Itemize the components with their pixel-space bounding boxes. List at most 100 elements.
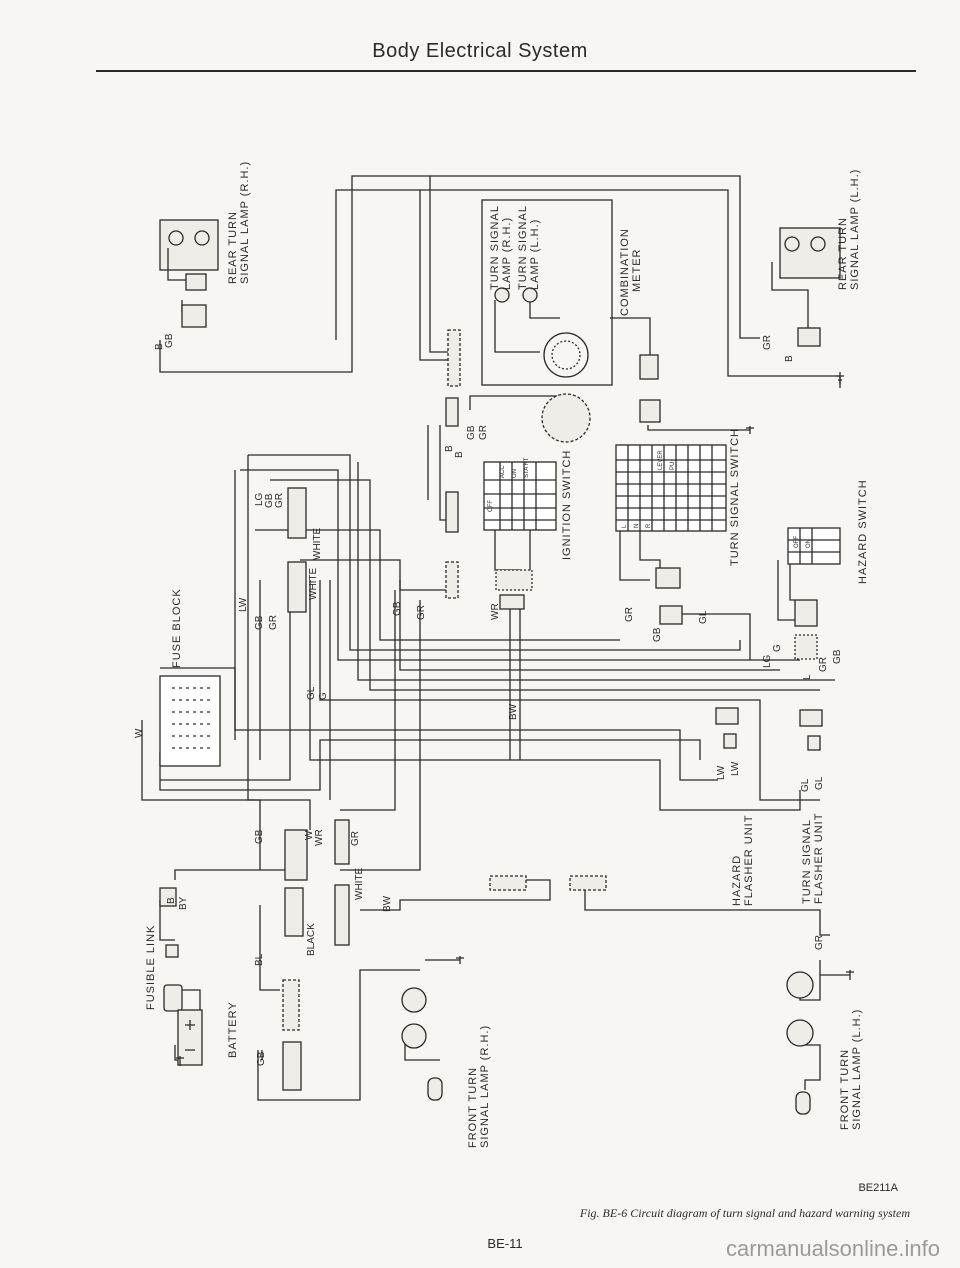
hazard-switch-label: HAZARD SWITCH	[857, 479, 869, 584]
wire-label-b: B	[454, 451, 465, 458]
svg-text:TURN SIGNALLAMP (L.H.): TURN SIGNALLAMP (L.H.)	[517, 205, 541, 290]
wire-label-bw: BW	[508, 703, 519, 720]
wire-label-bw: BW	[382, 895, 393, 912]
wire-label-gr: GR	[268, 615, 279, 630]
front-turn-signal-lamp-lh	[786, 971, 814, 1115]
wire-label-gr: GR	[416, 605, 427, 620]
wires	[141, 175, 850, 1101]
wire-label-g: G	[772, 644, 783, 652]
turn-flasher-label-1: TURN SIGNAL	[801, 819, 813, 904]
hz-header-on: ON	[806, 539, 812, 548]
battery-label: BATTERY	[227, 1001, 239, 1058]
figure-id: BE211A	[858, 1182, 898, 1194]
rear-turn-lh-label-2: SIGNAL LAMP (L.H.)	[849, 169, 861, 290]
meter-connector	[447, 329, 461, 387]
ign-header-on: ON	[512, 469, 518, 478]
wire-label-bl: BL	[254, 953, 265, 966]
front-turn-lh-label-2: SIGNAL LAMP (L.H.)	[851, 1009, 863, 1130]
wire-label-gb: GB	[164, 333, 175, 348]
wire-label-lw: LW	[730, 761, 741, 776]
page-title: Body Electrical System	[372, 40, 588, 62]
wire-label-g: G	[318, 692, 329, 700]
wire-color-labels: B GB GR B B B GB GR LG GB GR LW GB GR GL…	[134, 333, 843, 1066]
wire-label-gl: GL	[306, 686, 317, 700]
rear-turn-rh-label-2: SIGNAL LAMP (R.H.)	[239, 161, 251, 284]
ign-header-acc: ACC	[500, 465, 506, 478]
ts-header-pu: PU	[670, 462, 676, 470]
svg-text:TURN SIGNALFLASHER UNIT: TURN SIGNALFLASHER UNIT	[801, 813, 825, 904]
fuse-block	[159, 675, 221, 767]
front-turn-rh-label-2: SIGNAL LAMP (R.H.)	[479, 1025, 491, 1148]
turn-signal-switch	[615, 444, 727, 625]
combination-meter	[481, 199, 661, 423]
front-turn-lh-label-1: FRONT TURN	[839, 1049, 851, 1130]
watermark: carmanualsonline.info	[725, 1236, 940, 1261]
wire-label-l: L	[802, 674, 813, 680]
ign-header-off: OFF	[488, 500, 494, 512]
wire-label-b: B	[154, 343, 165, 350]
ts-header-l: L	[622, 524, 628, 528]
white-label-1: WHITE	[312, 527, 323, 560]
wire-label-lg: LG	[254, 492, 265, 506]
turn-lamp-lh-label-2: LAMP (L.H.)	[529, 219, 541, 290]
ground-symbols	[176, 372, 854, 1066]
wire-label-gb: GB	[264, 493, 275, 508]
page-number: BE-11	[487, 1236, 523, 1251]
wire-label-lw: LW	[716, 765, 727, 780]
wire-label-gr: GR	[350, 831, 361, 846]
turn-lamp-rh-label-2: LAMP (R.H.)	[501, 217, 513, 290]
svg-text:TURN SIGNALLAMP (R.H.): TURN SIGNALLAMP (R.H.)	[489, 205, 513, 290]
turn-signal-switch-label: TURN SIGNAL SWITCH	[729, 428, 741, 566]
figure-caption: Fig. BE-6 Circuit diagram of turn signal…	[579, 1206, 910, 1220]
front-turn-rh-label-1: FRONT TURN	[467, 1067, 479, 1148]
wire-label-wr: WR	[490, 603, 501, 620]
header-rule	[96, 70, 916, 72]
wire-label-gr: GR	[814, 935, 825, 950]
wire-label-gb: GB	[254, 829, 265, 844]
combination-meter-label-1: COMBINATION	[619, 228, 631, 316]
wire-label-lg: LG	[762, 654, 773, 668]
lower-connectors	[282, 819, 350, 1091]
ts-header-r: R	[646, 523, 652, 528]
wire-label-gl: GL	[800, 778, 811, 792]
wire-label-gb: GB	[652, 627, 663, 642]
front-turn-signal-lamp-rh	[401, 987, 443, 1101]
hazard-flasher-label-1: HAZARD	[731, 855, 743, 906]
wire-label-by: BY	[178, 896, 189, 910]
wire-label-w: W	[304, 830, 315, 840]
ts-header-n: N	[634, 524, 640, 528]
wire-label-gr: GR	[818, 657, 829, 672]
fuse-block-label: FUSE BLOCK	[171, 588, 183, 668]
wire-label-b: B	[166, 897, 177, 904]
black-label: BLACK	[306, 923, 317, 956]
rear-turn-signal-lamp-lh	[771, 227, 841, 347]
wire-label-gb: GB	[832, 649, 843, 664]
white-label-2: WHITE	[308, 567, 319, 600]
hazard-switch	[787, 527, 841, 660]
turn-lamp-rh-label-1: TURN SIGNAL	[489, 205, 501, 290]
svg-text:REAR TURNSIGNAL LAMP (L.H.): REAR TURNSIGNAL LAMP (L.H.)	[837, 169, 861, 290]
wire-label-gr: GR	[478, 425, 489, 440]
combination-meter-label-2: METER	[631, 249, 643, 293]
rear-turn-lh-label-1: REAR TURN	[837, 217, 849, 290]
ign-header-start: STA RT	[524, 457, 530, 478]
turn-flasher-label-2: FLASHER UNIT	[813, 813, 825, 904]
svg-text:HAZARDFLASHER UNIT: HAZARDFLASHER UNIT	[731, 815, 755, 906]
rear-turn-signal-lamp-rh	[159, 219, 219, 328]
svg-text:COMBINATIONMETER: COMBINATIONMETER	[619, 228, 643, 316]
ignition-switch-label: IGNITION SWITCH	[561, 450, 573, 560]
wire-label-gl: GL	[698, 610, 709, 624]
turn-lamp-lh-label-1: TURN SIGNAL	[517, 205, 529, 290]
rear-turn-rh-label-1: REAR TURN	[227, 211, 239, 284]
wire-label-gr: GR	[274, 493, 285, 508]
hazard-flasher-label-2: FLASHER UNIT	[743, 815, 755, 906]
switch-table-headers: OFF ACC ON STA RT L N R LEVER PU OFF ON	[488, 450, 812, 548]
wire-label-gr: GR	[762, 335, 773, 350]
wire-label-b: B	[784, 355, 795, 362]
white-label-3: WHITE	[354, 867, 365, 900]
component-labels: REAR TURNSIGNAL LAMP (R.H.) REAR TURNSIG…	[145, 161, 869, 1148]
svg-text:FRONT TURNSIGNAL LAMP (R.H.): FRONT TURNSIGNAL LAMP (R.H.)	[467, 1025, 491, 1148]
flasher-units	[489, 707, 823, 891]
fusible-link	[159, 887, 183, 1012]
